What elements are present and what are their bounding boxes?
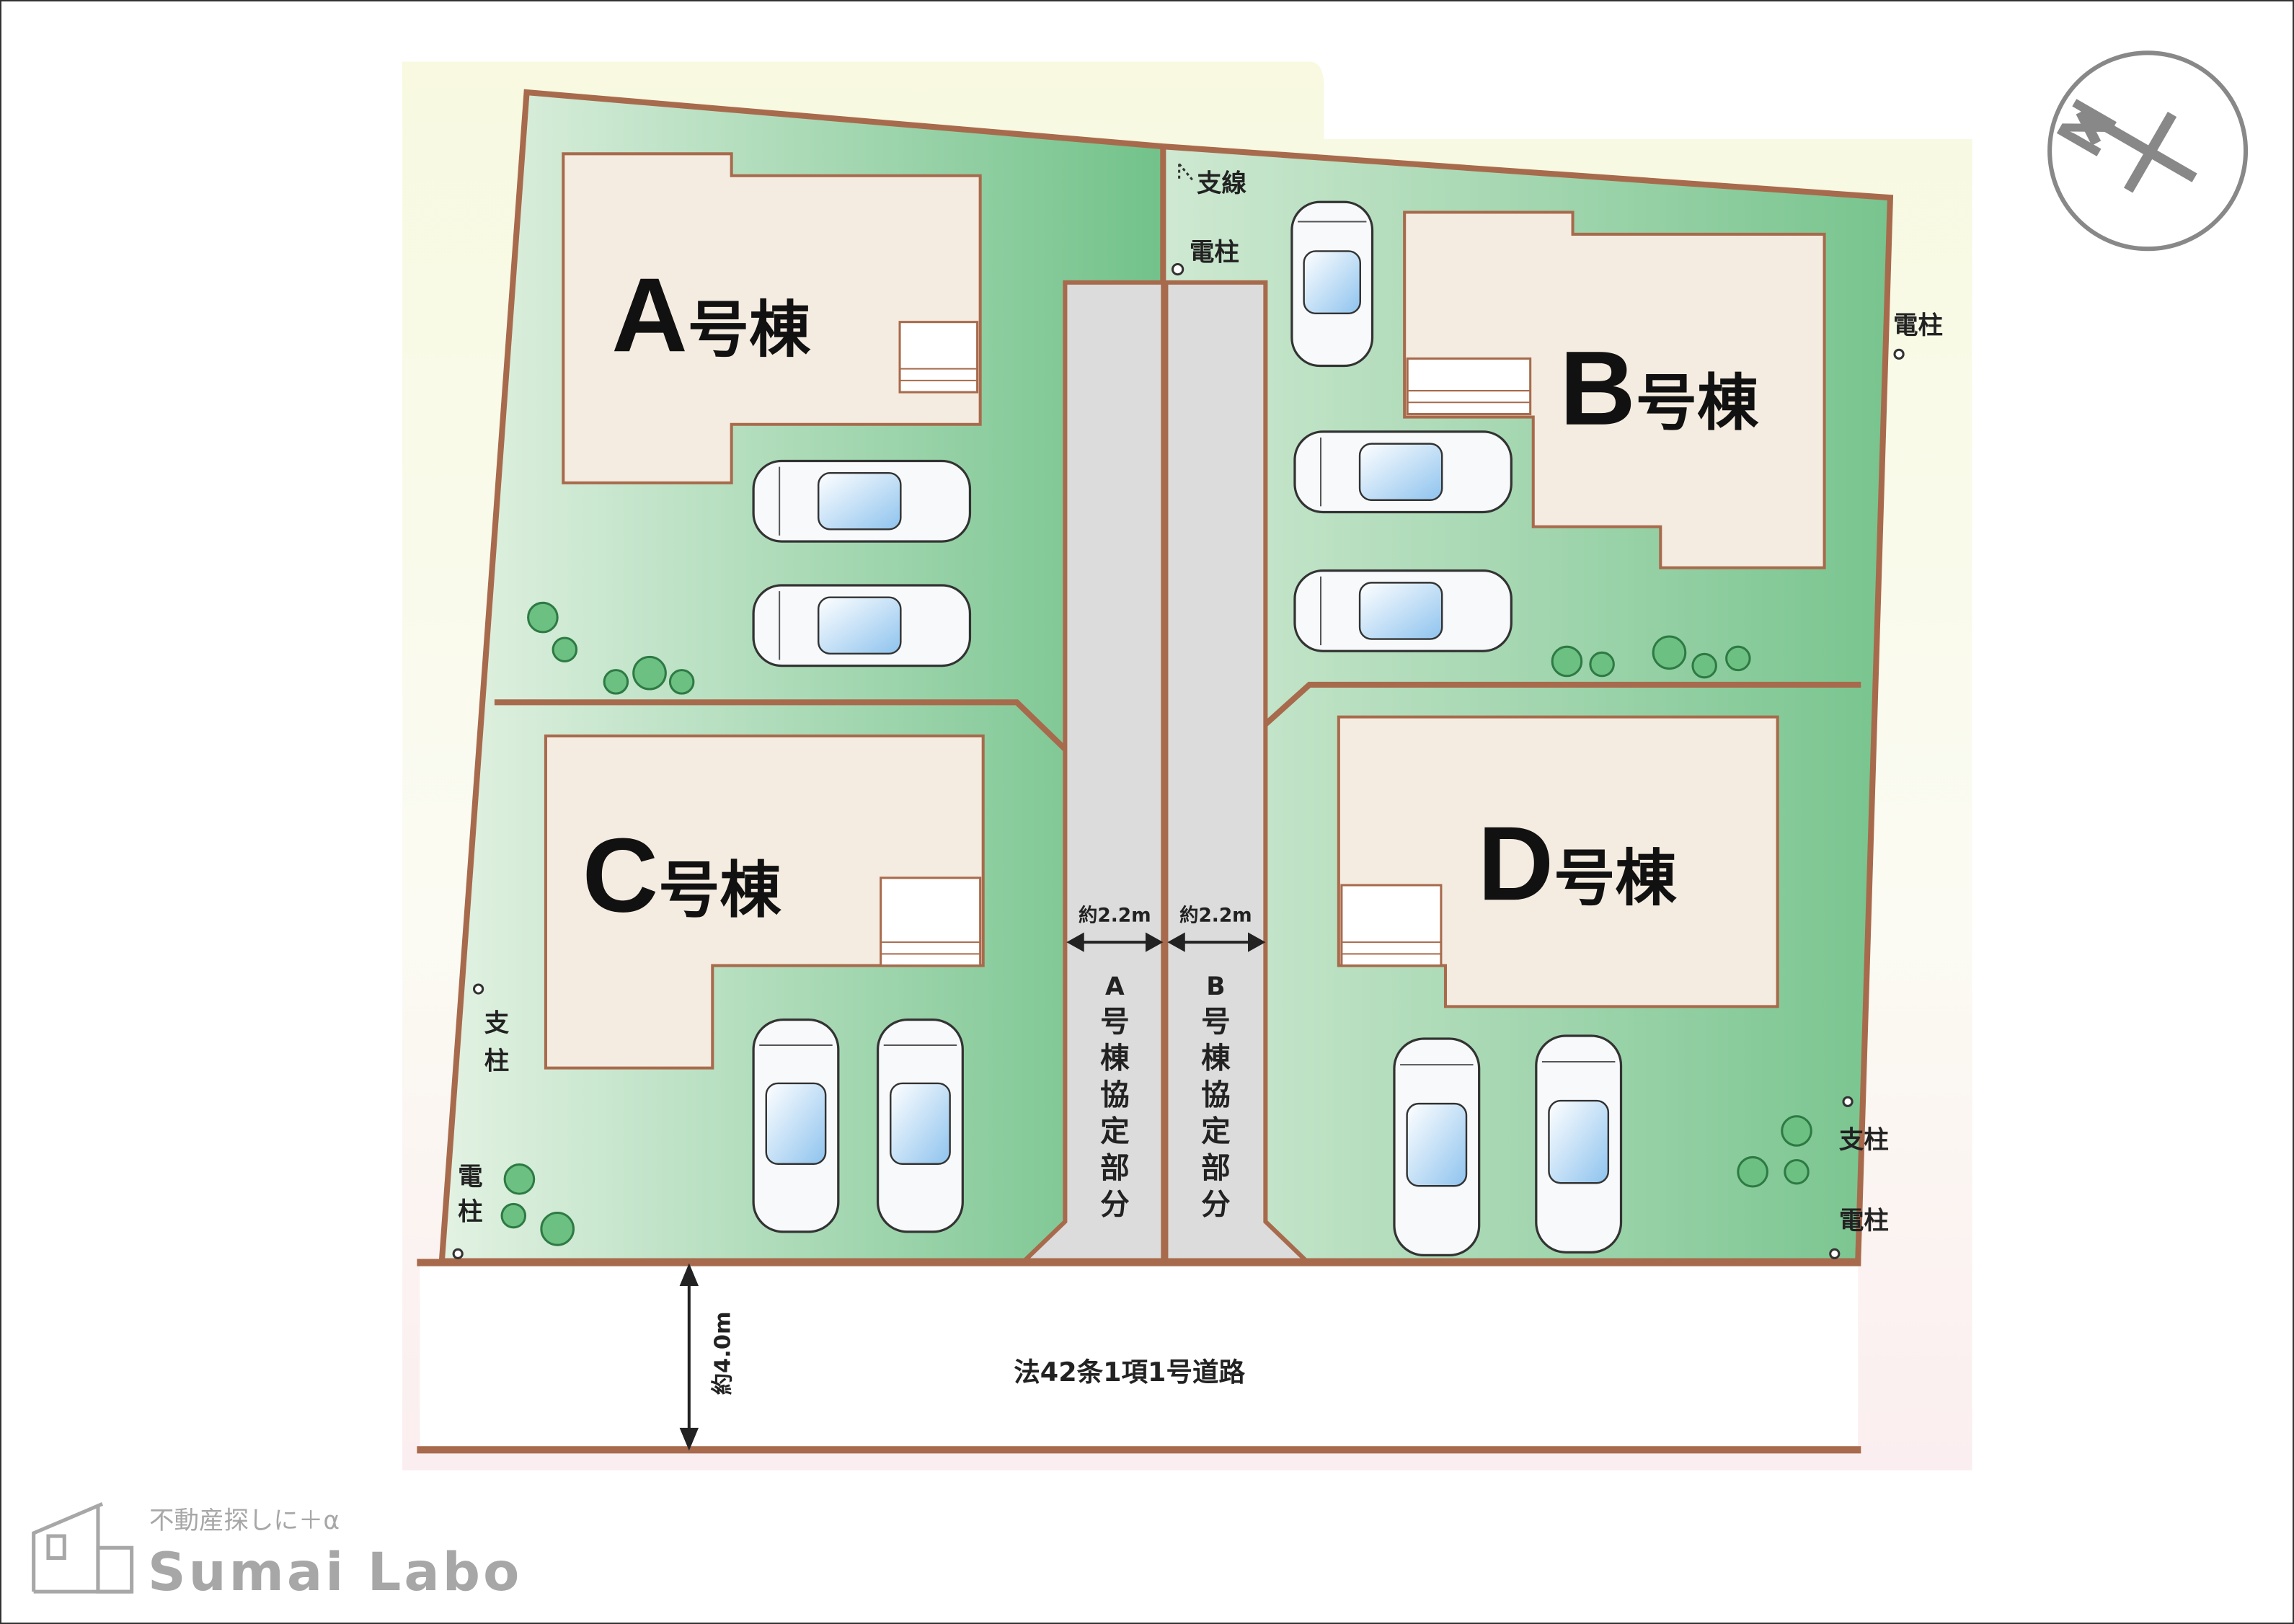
tree-icon: [1784, 1158, 1810, 1185]
trees: [500, 601, 1812, 1246]
support-label-left: 支: [484, 1009, 510, 1038]
support-left-char1: 支: [484, 1009, 510, 1038]
driveway-a-width: 約2.2m: [1079, 905, 1151, 927]
tree-icon: [632, 655, 667, 691]
support-label-right: 支柱: [1839, 1126, 1889, 1155]
pole-label-right-bottom: 電柱: [1839, 1207, 1889, 1235]
porch: [1340, 884, 1443, 967]
car-icon: [752, 459, 972, 543]
house-a: [562, 152, 982, 484]
road-width-label: 約4.0m: [711, 1311, 736, 1395]
tree-icon: [1691, 652, 1717, 679]
house-d: [1337, 715, 1779, 1008]
tree-icon: [1652, 635, 1687, 670]
driveway-label-char: B: [1206, 972, 1225, 1001]
car-icon: [1293, 430, 1513, 514]
porch: [1406, 357, 1532, 416]
tree-icon: [500, 1202, 527, 1229]
pole-label-top: 電柱: [1190, 238, 1239, 267]
driveway-label-char: 部: [1201, 1150, 1231, 1185]
tree-icon: [1725, 645, 1751, 672]
pole-left-char2: 柱: [458, 1198, 483, 1227]
driveway-b-width: 約2.2m: [1179, 905, 1252, 927]
driveway-label-char: 定: [1201, 1114, 1231, 1148]
logo-name: Sumai Labo: [148, 1542, 522, 1603]
car-icon: [1293, 569, 1513, 652]
driveway-label-char: 協: [1100, 1077, 1130, 1111]
pole-label-right-top: 電柱: [1893, 311, 1943, 340]
driveway-label-char: 号: [1201, 1004, 1231, 1039]
tree-icon: [503, 1163, 536, 1195]
north-arrow-icon: [2076, 107, 2197, 193]
driveway-label-char: 号: [1100, 1004, 1130, 1039]
logo: 不動産探しに＋α Sumai Labo: [32, 1502, 522, 1603]
tree-icon: [540, 1212, 575, 1246]
compass: N: [2042, 50, 2249, 252]
tree-icon: [1589, 651, 1615, 678]
car-icon: [1393, 1037, 1481, 1257]
car-icon: [1535, 1034, 1623, 1254]
plot-d-label: D号棟: [1478, 804, 1678, 922]
pole-label-left: 電: [458, 1163, 483, 1192]
logo-tagline: 不動産探しに＋α: [149, 1507, 340, 1535]
tree-icon: [552, 636, 578, 663]
tree-icon: [668, 669, 695, 695]
parking-cars: [752, 200, 1623, 1257]
road-label: 法42条1項1号道路: [1014, 1357, 1245, 1388]
plot-b-label: B号棟: [1559, 329, 1759, 447]
houses: [544, 152, 1826, 1070]
driveway-label-char: 棟: [1201, 1041, 1231, 1075]
utility-markers: 支線 電柱 電柱 支 柱 電 柱 支柱 電柱: [452, 163, 1943, 1259]
support-left-char2: 柱: [484, 1047, 510, 1076]
tree-icon: [603, 669, 629, 695]
tree-icon: [527, 601, 559, 634]
driveway-label-char: 分: [1100, 1187, 1130, 1222]
porch: [898, 321, 979, 394]
driveway-label-char: 部: [1100, 1150, 1130, 1185]
road: 約4.0m 法42条1項1号道路: [417, 1259, 1861, 1454]
car-icon: [876, 1019, 964, 1233]
house-c: [544, 734, 985, 1070]
tree-icon: [1781, 1115, 1812, 1147]
plot-c-label: C号棟: [583, 816, 782, 933]
lot-boundaries: [438, 89, 1894, 1264]
driveway-label-char: 協: [1201, 1077, 1231, 1111]
plot-labels: A号棟 B号棟 C号棟 D号棟: [583, 256, 1759, 933]
car-icon: [752, 584, 972, 667]
car-icon: [752, 1019, 840, 1233]
road-width-arrow: [679, 1263, 699, 1451]
driveways: [1018, 280, 1312, 1264]
driveway-label-char: 棟: [1100, 1041, 1130, 1075]
car-icon: [1290, 200, 1374, 368]
plot-a-label: A号棟: [611, 256, 811, 373]
house-b: [1403, 210, 1826, 569]
driveway-label-char: A: [1105, 972, 1125, 1001]
guy-wire-label: 支線: [1197, 169, 1246, 198]
porch: [880, 877, 982, 967]
driveway-label-char: 分: [1201, 1187, 1231, 1222]
tree-icon: [1551, 645, 1583, 678]
tree-icon: [1737, 1155, 1768, 1188]
house-logo-icon: [32, 1502, 134, 1594]
driveway-b: [1164, 280, 1312, 1264]
driveway-label-char: 定: [1100, 1114, 1130, 1148]
